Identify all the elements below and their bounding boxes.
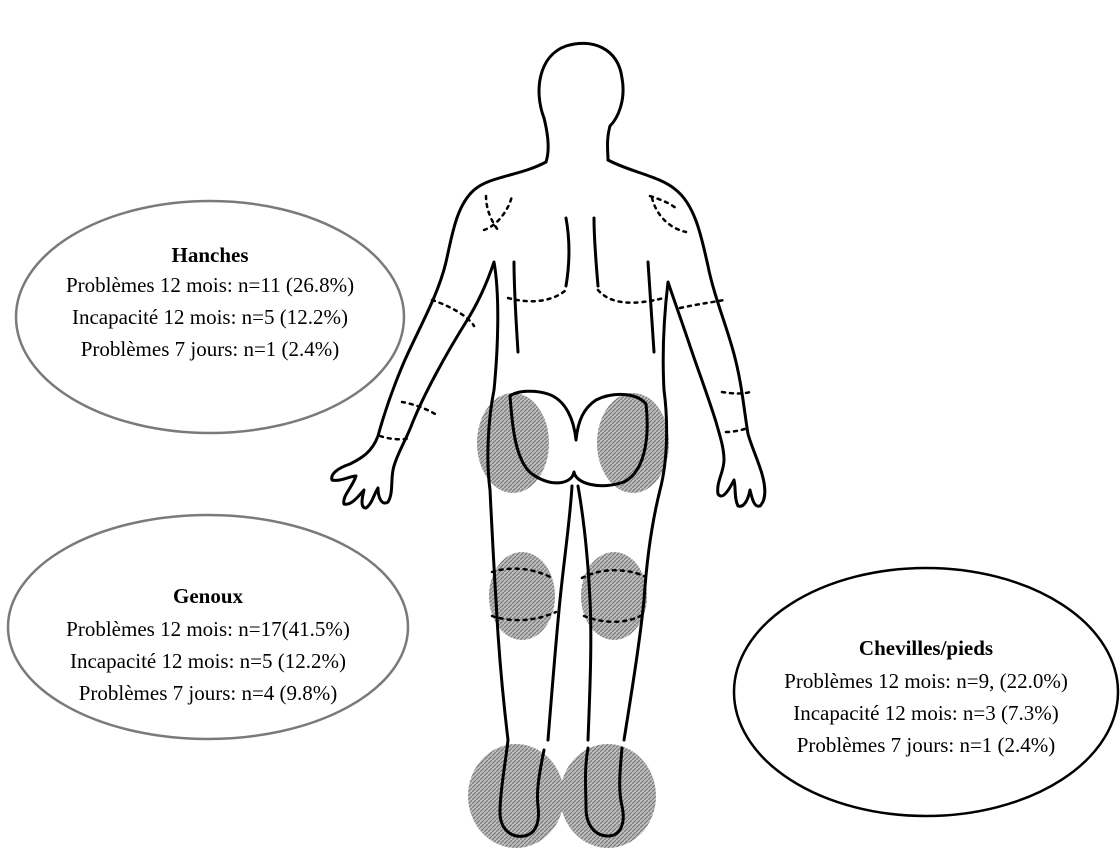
knees-line-2: Incapacité 12 mois: n=5 (12.2%) (70, 649, 346, 673)
ankles-line-2: Incapacité 12 mois: n=3 (7.3%) (793, 701, 1059, 725)
arm-inner-left (514, 262, 518, 352)
hip-zone-right (597, 393, 669, 493)
knees-title: Genoux (173, 584, 244, 608)
back-line-left (566, 218, 569, 286)
neck-left (544, 118, 548, 162)
ankles-title: Chevilles/pieds (859, 636, 993, 660)
back-line-right (594, 218, 598, 286)
knees-line-1: Problèmes 12 mois: n=17(41.5%) (66, 617, 350, 641)
hips-line-3: Problèmes 7 jours: n=1 (2.4%) (81, 337, 340, 361)
knees-callout: Genoux Problèmes 12 mois: n=17(41.5%) In… (8, 515, 408, 739)
head-outline (539, 43, 623, 160)
foot-zone-right (560, 744, 656, 848)
hips-callout: Hanches Problèmes 12 mois: n=11 (26.8%) … (16, 201, 404, 433)
knees-line-3: Problèmes 7 jours: n=4 (9.8%) (79, 681, 338, 705)
hips-line-2: Incapacité 12 mois: n=5 (12.2%) (72, 305, 348, 329)
ankles-line-1: Problèmes 12 mois: n=9, (22.0%) (784, 669, 1068, 693)
hips-line-1: Problèmes 12 mois: n=11 (26.8%) (66, 273, 354, 297)
foot-zone-left (468, 744, 564, 848)
hips-title: Hanches (171, 243, 248, 267)
arm-inner-right (648, 262, 654, 352)
ankles-callout: Chevilles/pieds Problèmes 12 mois: n=9, … (734, 568, 1118, 816)
ankles-line-3: Problèmes 7 jours: n=1 (2.4%) (797, 733, 1056, 757)
